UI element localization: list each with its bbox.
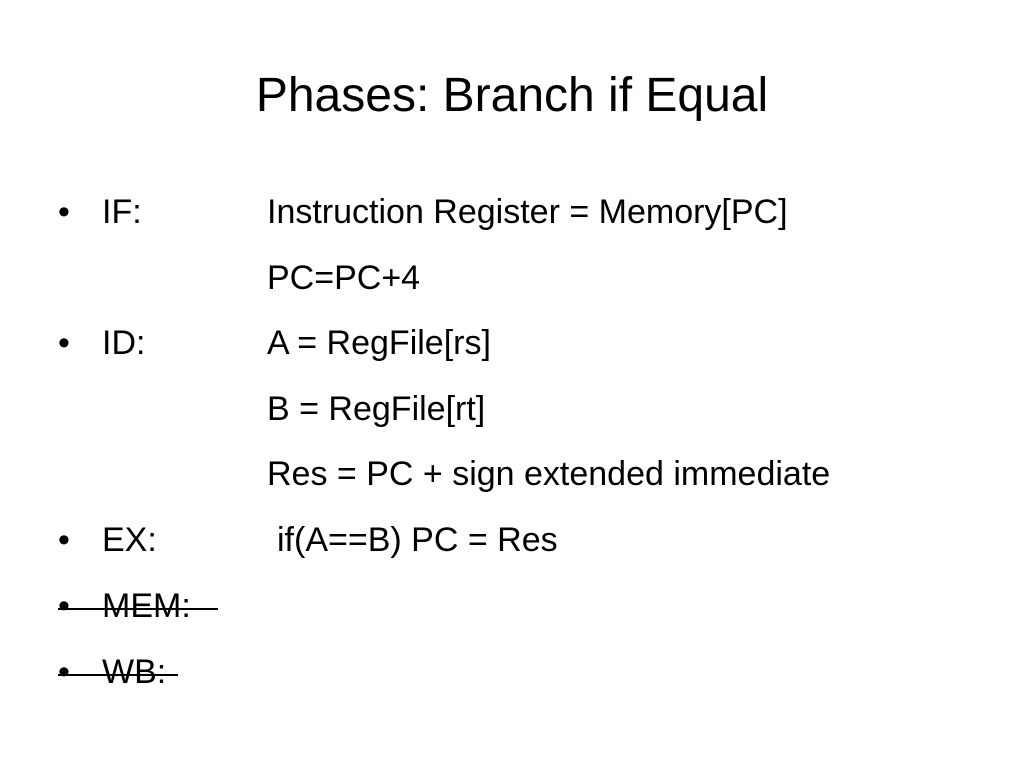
- phase-id-line-2: B = RegFile[rt]: [267, 390, 486, 428]
- phase-id-line-1: A = RegFile[rs]: [267, 324, 491, 362]
- phase-id-line-3: Res = PC + sign extended immediate: [267, 455, 831, 493]
- phase-label-mem: MEM:: [102, 587, 191, 625]
- phase-ex-line-1: if(A==B) PC = Res: [277, 521, 558, 559]
- bullet: •: [58, 193, 70, 231]
- phase-label-wb: WB:: [102, 653, 167, 691]
- strikethrough-line: [58, 674, 178, 676]
- bullet: •: [58, 324, 70, 362]
- phase-label-ex: EX:: [102, 521, 157, 559]
- bullet: •: [58, 653, 70, 691]
- phase-label-id: ID:: [102, 324, 146, 362]
- bullet: •: [58, 521, 70, 559]
- phase-wb-struck: • WB:: [58, 652, 178, 692]
- phase-mem-struck: • MEM:: [58, 586, 218, 626]
- bullet: •: [58, 587, 70, 625]
- phase-if-line-1: Instruction Register = Memory[PC]: [267, 193, 788, 231]
- phase-if-line-2: PC=PC+4: [267, 259, 421, 297]
- strikethrough-line: [58, 608, 218, 610]
- slide-title: Phases: Branch if Equal: [255, 69, 769, 122]
- phase-label-if: IF:: [102, 193, 142, 231]
